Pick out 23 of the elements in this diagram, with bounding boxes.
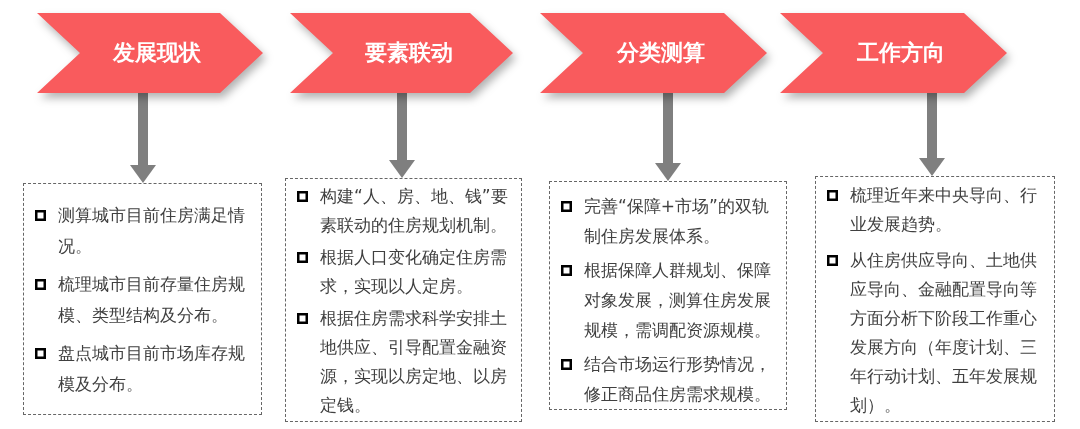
- dashed-box: [549, 181, 787, 410]
- list-item-text: 梳理城市目前存量住房规模、类型结构及分布。: [58, 273, 246, 327]
- chevron-banner: 分类测算: [540, 13, 767, 93]
- list-item-text: 根据住房需求科学安排土地供应、引导配置金融资源，实现以房定地、以房定钱。: [320, 307, 508, 417]
- list-item-text: 测算城市目前住房满足情况。: [58, 204, 246, 258]
- list-item-text: 盘点城市目前市场库存规模及分布。: [58, 342, 246, 396]
- down-arrow: [919, 93, 945, 176]
- dashed-box: [815, 176, 1055, 422]
- dashed-box: [23, 183, 262, 415]
- list-item-text: 完善“保障+市场”的双轨制住房发展体系。: [584, 195, 770, 248]
- down-arrow: [655, 93, 681, 181]
- list-item-text: 构建“人、房、地、钱”要素联动的住房规划机制。: [320, 185, 509, 237]
- list-item-text: 根据人口变化确定住房需求，实现以人定房。: [320, 246, 508, 298]
- list-item-text: 结合市场运行形势情况，修正商品住房需求规模。: [584, 353, 772, 406]
- dashed-box: [285, 178, 522, 422]
- down-arrow: [389, 93, 415, 178]
- list-item-text: 从住房供应导向、土地供应导向、金融配置导向等方面分析下阶段工作重心发展方向（年度计划、三年行动计划、五年发展规划）。: [850, 249, 1038, 417]
- chevron-banner: 工作方向: [780, 13, 1007, 93]
- down-arrow: [130, 93, 156, 183]
- chevron-banner: 发展现状: [37, 13, 263, 93]
- list-item-text: 根据保障人群规划、保障对象发展，测算住房发展规模，需调配资源规模。: [584, 259, 772, 342]
- list-item-text: 梳理近年来中央导向、行业发展趋势。: [850, 184, 1038, 236]
- chevron-banner: 要素联动: [290, 13, 513, 93]
